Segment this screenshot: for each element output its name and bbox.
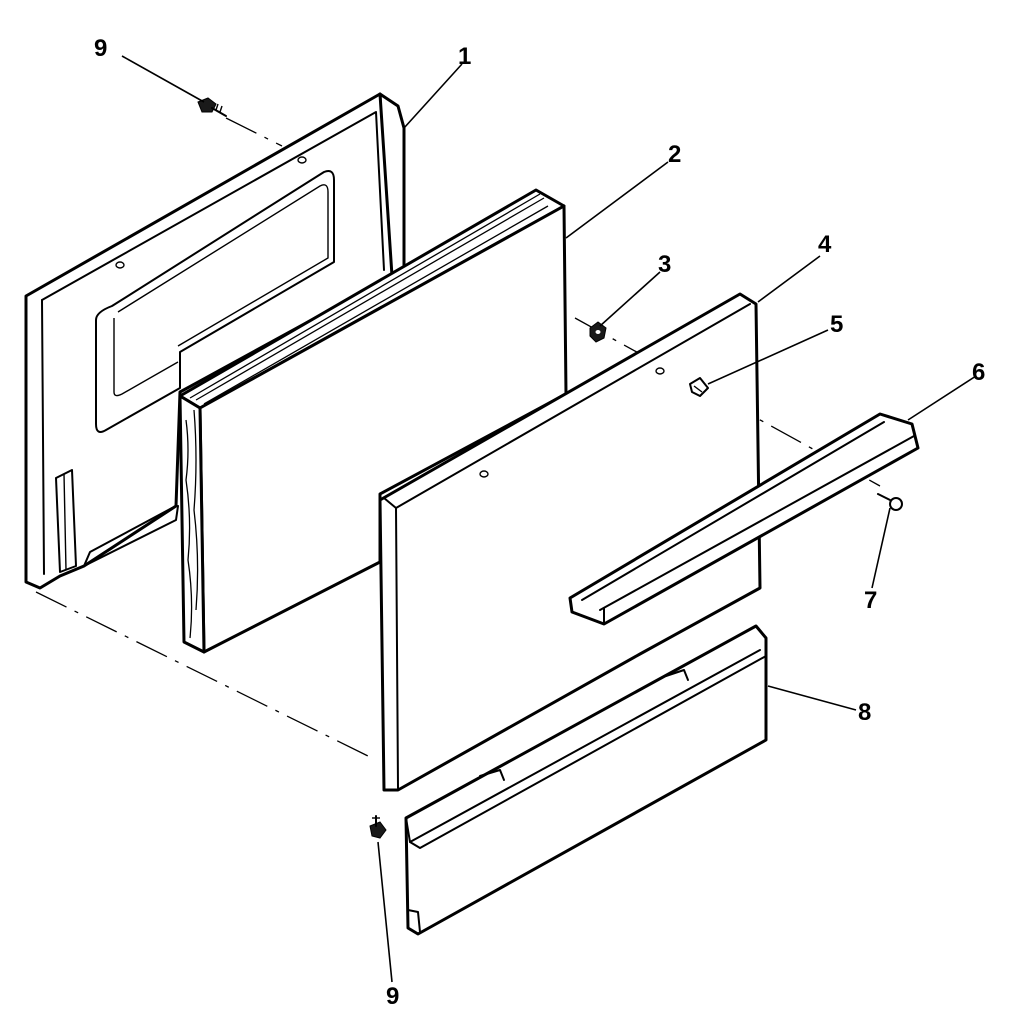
part-6-door-handle [568, 412, 920, 626]
callout-9-bottom: 9 [386, 983, 399, 1010]
part-4-inner-door-liner [378, 292, 762, 792]
callout-8: 8 [858, 699, 871, 726]
callout-labels: 9 1 2 3 4 5 6 7 8 9 [94, 35, 985, 1010]
part-8-kick-panel [404, 624, 768, 936]
part-3-nut [589, 321, 607, 343]
callout-3: 3 [658, 251, 671, 278]
part-5-spacer [689, 377, 709, 397]
callout-7: 7 [864, 587, 877, 614]
callout-2: 2 [668, 141, 681, 168]
callout-9-top: 9 [94, 35, 107, 62]
part-2-insulation-panel [178, 188, 568, 654]
callout-5: 5 [830, 311, 843, 338]
leader-lines [121, 55, 977, 983]
part-7-handle-screw [877, 493, 903, 511]
callout-1: 1 [458, 43, 471, 70]
callout-4: 4 [818, 231, 832, 258]
callout-6: 6 [972, 359, 985, 386]
part-9-bottom-screw [369, 815, 387, 839]
part-1-outer-door-panel [24, 92, 406, 590]
